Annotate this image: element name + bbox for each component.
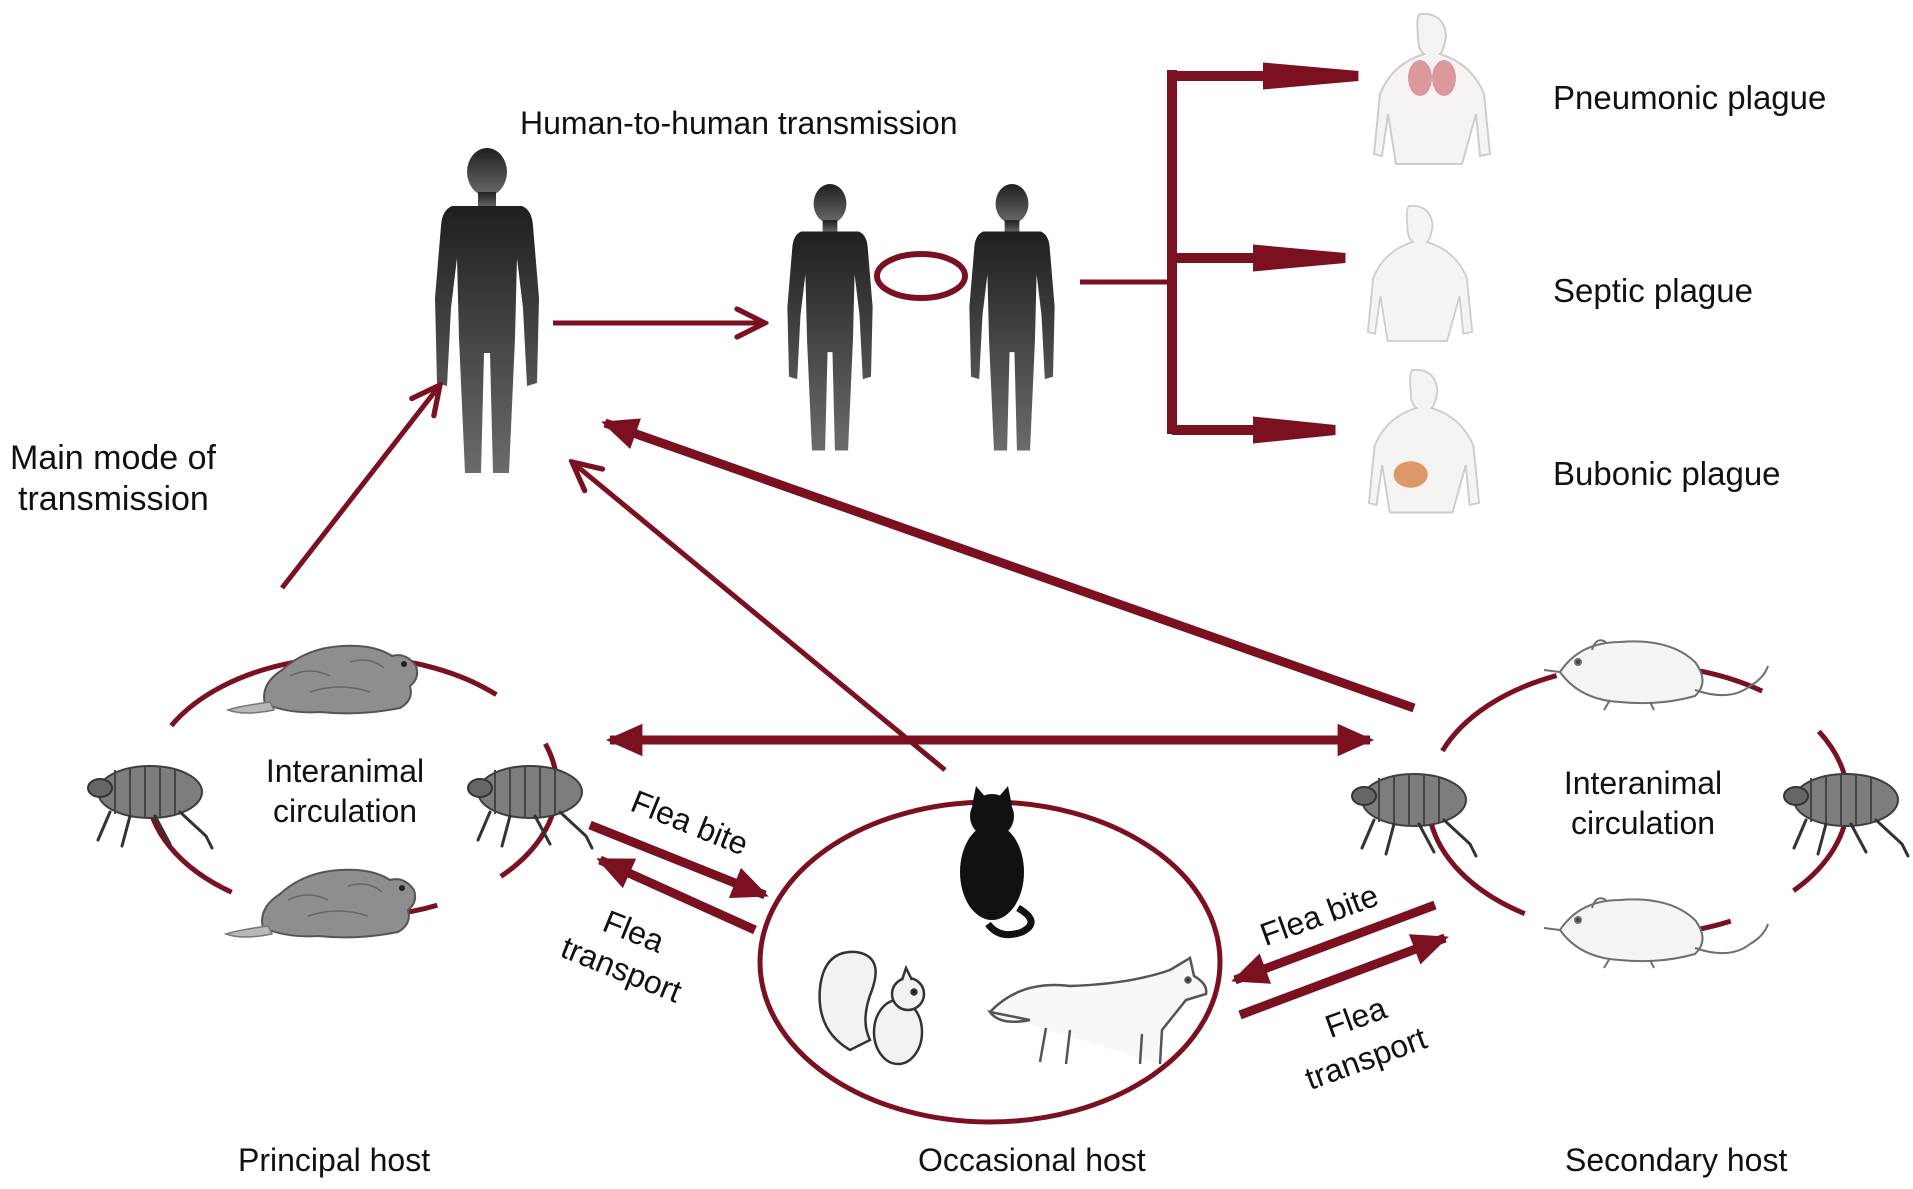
flea-icon <box>86 764 214 850</box>
host-arrows <box>572 418 1449 1020</box>
septic-body-icon <box>1366 204 1474 342</box>
bubonic-body-icon <box>1367 368 1481 514</box>
rat-icon <box>1543 897 1769 969</box>
plague-branch-arrows <box>1080 62 1359 444</box>
interanimal-left-line2: circulation <box>272 793 418 829</box>
interanimal-right-line2: circulation <box>1570 805 1716 841</box>
rat-icon <box>1543 639 1769 711</box>
pneumonic-body-icon <box>1373 12 1491 165</box>
flea-icon <box>1350 772 1478 858</box>
septic-plague-label: Septic plague <box>1553 272 1753 309</box>
human-pair <box>787 184 1055 451</box>
marmot-icon <box>227 644 419 715</box>
fox-icon <box>987 956 1208 1065</box>
bubonic-plague-label: Bubonic plague <box>1553 455 1781 492</box>
human-silhouette-icon <box>435 148 539 473</box>
flea-icon <box>466 764 594 850</box>
secondary-host-label: Secondary host <box>1565 1142 1788 1178</box>
occasional-host-label: Occasional host <box>918 1142 1146 1178</box>
main-mode-label-line2: transmission <box>18 480 209 518</box>
contact-loop <box>874 251 968 301</box>
human-silhouette-icon <box>787 184 873 451</box>
pneumonic-plague-label: Pneumonic plague <box>1553 79 1827 116</box>
main-mode-label-line1: Main mode of <box>10 439 216 477</box>
squirrel-icon <box>818 950 926 1066</box>
human-silhouette-icon <box>969 184 1055 451</box>
flea-icon <box>1782 772 1910 858</box>
interanimal-left-line1: Interanimal <box>265 753 425 789</box>
principal-host-label: Principal host <box>238 1142 431 1178</box>
marmot-icon <box>225 868 417 939</box>
cat-icon <box>960 786 1035 939</box>
arrow-main-mode <box>280 385 440 590</box>
interanimal-right-line1: Interanimal <box>1563 765 1723 801</box>
human-to-human-label: Human-to-human transmission <box>520 105 958 141</box>
